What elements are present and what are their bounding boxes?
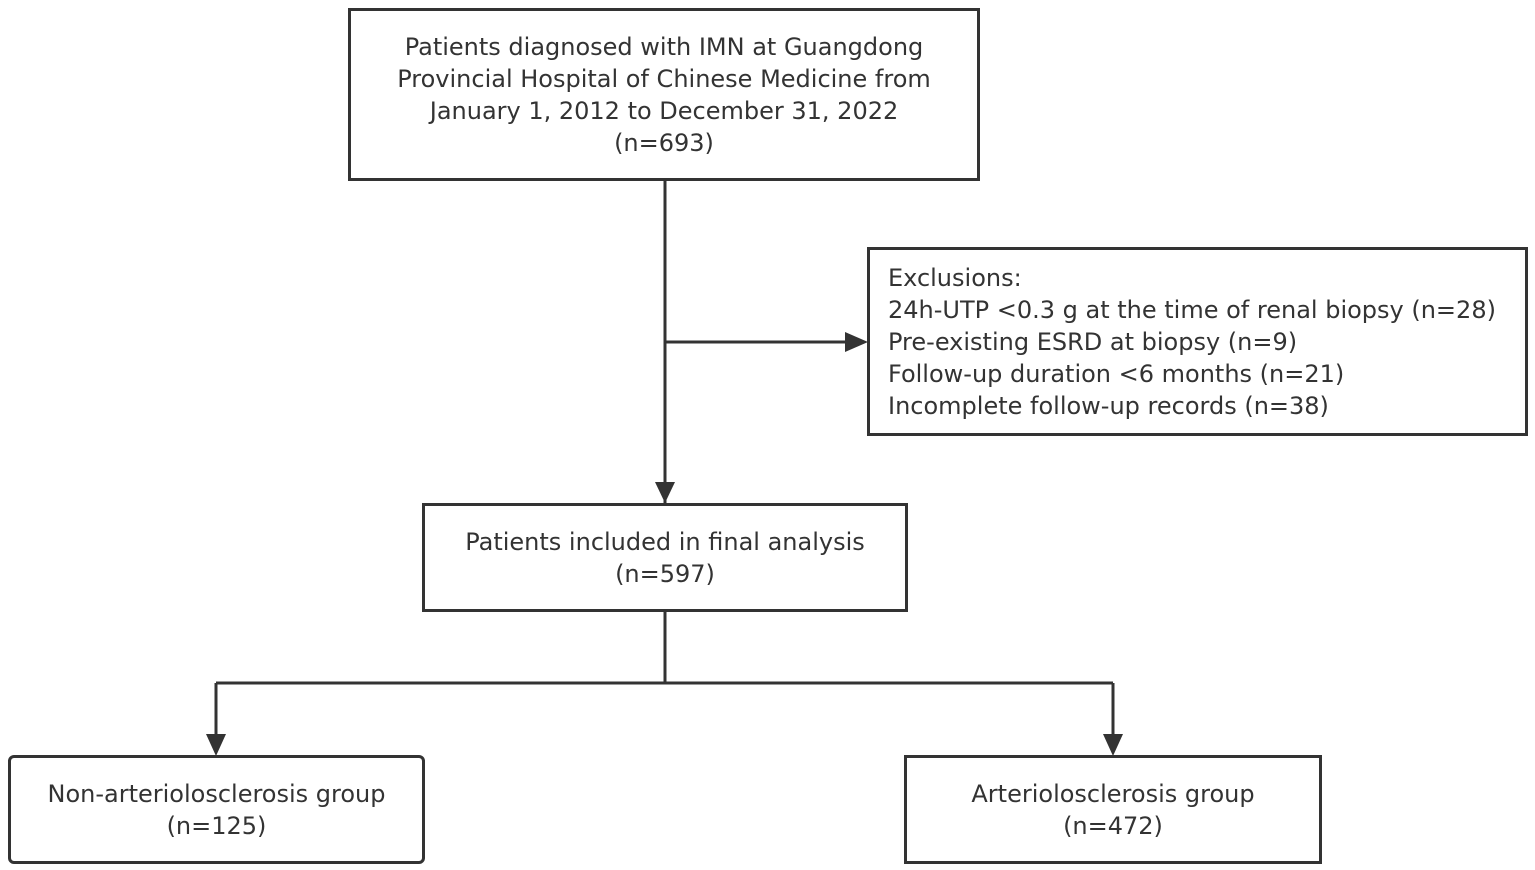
- arrowhead-arteriolosclerosis: [1103, 734, 1123, 756]
- source-line-2: Provincial Hospital of Chinese Medicine …: [397, 64, 931, 93]
- arrowhead-non-arteriolosclerosis: [206, 734, 226, 756]
- source-population-box: Patients diagnosed with IMN at Guangdong…: [348, 8, 980, 181]
- source-line-3: January 1, 2012 to December 31, 2022: [429, 96, 899, 125]
- exclusion-utp: 24h-UTP <0.3 g at the time of renal biop…: [888, 295, 1496, 324]
- included-patients-box: Patients included in final analysis (n=5…: [422, 503, 908, 612]
- exclusions-box: Exclusions: 24h-UTP <0.3 g at the time o…: [867, 247, 1528, 436]
- arteriolosclerosis-box: Arteriolosclerosis group (n=472): [904, 755, 1322, 864]
- source-count: (n=693): [614, 128, 714, 157]
- included-label: Patients included in final analysis: [465, 527, 865, 556]
- non-arteriolosclerosis-count: (n=125): [166, 811, 267, 840]
- non-arteriolosclerosis-box: Non-arteriolosclerosis group (n=125): [8, 755, 425, 864]
- source-line-1: Patients diagnosed with IMN at Guangdong: [404, 32, 924, 61]
- non-arteriolosclerosis-label: Non-arteriolosclerosis group: [47, 779, 386, 808]
- exclusion-esrd: Pre-existing ESRD at biopsy (n=9): [888, 327, 1298, 356]
- exclusion-incomplete-records: Incomplete follow-up records (n=38): [888, 391, 1329, 420]
- arrowhead-exclusions: [845, 332, 868, 352]
- exclusion-follow-up-duration: Follow-up duration <6 months (n=21): [888, 359, 1345, 388]
- arrowhead-included: [655, 482, 675, 503]
- exclusions-heading: Exclusions:: [888, 263, 1022, 292]
- arteriolosclerosis-count: (n=472): [1063, 811, 1163, 840]
- arteriolosclerosis-label: Arteriolosclerosis group: [971, 779, 1255, 808]
- included-count: (n=597): [615, 559, 715, 588]
